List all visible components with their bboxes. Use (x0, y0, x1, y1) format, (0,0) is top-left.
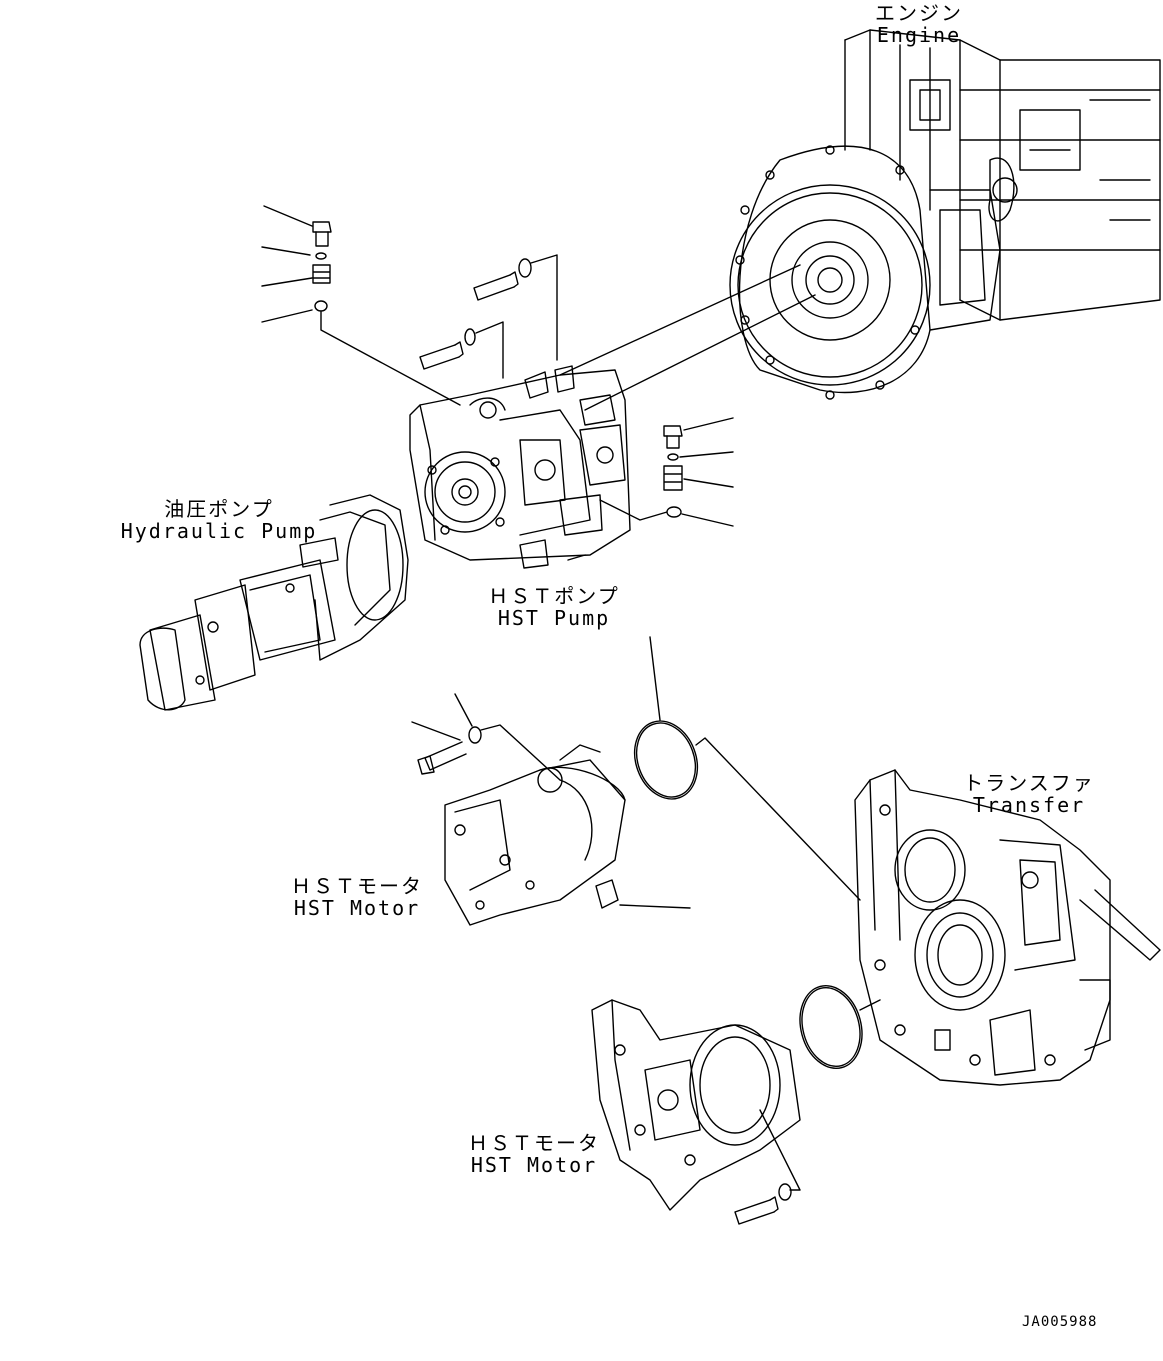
hydraulic-pump-drawing (140, 495, 408, 710)
o-ring-large (624, 637, 860, 900)
hst-motor-upper-label-jp: ＨＳＴモータ (291, 874, 423, 898)
engine-label: エンジン Engine (875, 2, 963, 46)
hst-pump-label: ＨＳＴポンプ HST Pump (488, 585, 619, 629)
drawing-code: JA005988 (1022, 1314, 1098, 1330)
hydraulic-pump-label-en: Hydraulic Pump (120, 519, 318, 543)
hst-motor-lower-label: ＨＳＴモータ HST Motor (468, 1132, 600, 1176)
left-fitting-set (262, 206, 460, 405)
pump-mount-bolts (420, 255, 557, 378)
right-fitting-set (600, 418, 733, 526)
hst-pump-label-jp: ＨＳＴポンプ (488, 584, 620, 608)
hst-motor-upper-drawing (412, 694, 690, 925)
hydraulic-pump-label: 油圧ポンプ Hydraulic Pump (121, 498, 318, 542)
hst-motor-upper-label: ＨＳＴモータ HST Motor (291, 875, 423, 919)
transfer-label: トランスファ Transfer (963, 772, 1095, 816)
hst-pump-drawing (410, 265, 815, 568)
hst-motor-lower-label-jp: ＨＳＴモータ (468, 1131, 600, 1155)
engine-label-en: Engine (876, 23, 962, 47)
o-ring-lower (791, 979, 880, 1076)
transfer-label-jp: トランスファ (963, 771, 1095, 795)
hst-motor-lower-drawing (592, 1000, 800, 1224)
hst-motor-upper-label-en: HST Motor (293, 896, 421, 920)
hst-pump-label-en: HST Pump (497, 606, 611, 630)
hst-motor-lower-label-en: HST Motor (470, 1153, 598, 1177)
engine-label-jp: エンジン (875, 1, 963, 25)
hydraulic-pump-label-jp: 油圧ポンプ (164, 497, 274, 521)
transfer-label-en: Transfer (972, 793, 1086, 817)
engine-drawing (730, 30, 1160, 399)
transfer-drawing (855, 770, 1160, 1085)
